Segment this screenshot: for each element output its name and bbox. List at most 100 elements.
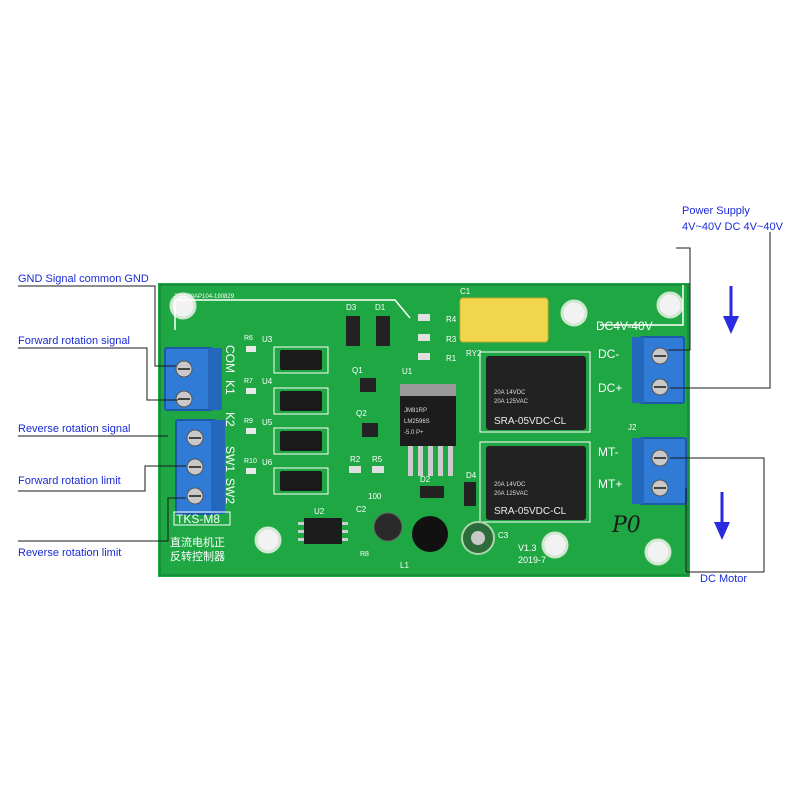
- pin-label-sw2: SW2: [223, 478, 237, 504]
- resistor-r5: [372, 466, 384, 473]
- ref-r6: R6: [244, 335, 253, 342]
- relay-bottom-rating1: 20A 14VDC: [494, 482, 526, 488]
- ref-u6: U6: [262, 458, 273, 467]
- diode-d2: [420, 486, 444, 498]
- mounting-hole: [656, 291, 684, 319]
- ref-d1: D1: [375, 303, 386, 312]
- label-reverse-signal: Reverse rotation signal: [18, 423, 131, 435]
- ref-u2: U2: [314, 507, 325, 516]
- ref-c3: C3: [498, 531, 509, 540]
- ref-c1: C1: [460, 287, 471, 296]
- board-model: TKS-M8: [176, 512, 220, 526]
- diode-d3: [346, 316, 360, 346]
- ref-u3: U3: [262, 335, 273, 344]
- ref-q1: Q1: [352, 366, 363, 375]
- ref-l1: L1: [400, 561, 409, 570]
- pin-label-sw1: SW1: [223, 446, 237, 472]
- ref-r1: R1: [446, 354, 457, 363]
- ref-u5: U5: [262, 418, 273, 427]
- terminal-block-side: [632, 337, 644, 403]
- terminal-block-side: [211, 420, 225, 514]
- leader-lines-right: [668, 232, 771, 573]
- ref-q2: Q2: [356, 409, 367, 418]
- terminal-block-side: [632, 438, 644, 504]
- board-version: V1.3: [518, 543, 537, 553]
- ref-r4: R4: [446, 315, 457, 324]
- resistor-r9: [246, 428, 256, 434]
- label-gnd-signal: GND Signal common GND: [18, 273, 149, 285]
- pin-label-mt-minus: MT-: [598, 445, 619, 459]
- ref-r3: R3: [446, 335, 457, 344]
- optocoupler-u6: [273, 467, 329, 495]
- ref-r5: R5: [372, 455, 383, 464]
- label-power-range: 4V~40V DC 4V~40V: [682, 221, 784, 233]
- capacitor-c2: [373, 512, 403, 542]
- pin-label-mt-plus: MT+: [598, 477, 622, 491]
- relay-bottom: [479, 441, 591, 523]
- ref-c2: C2: [356, 505, 367, 514]
- resistor-r10: [246, 468, 256, 474]
- resistor-r4: [418, 314, 430, 321]
- relay-top-model: SRA-05VDC-CL: [494, 416, 567, 427]
- optocoupler-u4: [273, 387, 329, 415]
- relay-bottom-rating2: 20A 125VAC: [494, 491, 529, 497]
- label-reverse-limit: Reverse rotation limit: [18, 547, 121, 559]
- pin-label-k2: K2: [223, 412, 237, 427]
- silkscreen-outline: [600, 285, 684, 326]
- arrow-down-icon: [714, 492, 730, 540]
- ref-u1: U1: [402, 367, 413, 376]
- relay-top-rating2: 20A 125VAC: [494, 399, 529, 405]
- mounting-hole: [644, 538, 672, 566]
- board-date: 2019-7: [518, 555, 546, 565]
- board-chinese-line1: 直流电机正: [170, 535, 225, 549]
- pin-label-dc-plus: DC+: [598, 381, 622, 395]
- relay-top: [479, 351, 591, 433]
- pcb-edge: [159, 284, 689, 576]
- resistor-r6: [246, 346, 256, 352]
- label-forward-signal: Forward rotation signal: [18, 335, 130, 347]
- ref-d4: D4: [466, 471, 477, 480]
- board-chinese-line2: 反转控制器: [170, 549, 225, 563]
- resistor-r7: [246, 388, 256, 394]
- pin-label-com: COM: [223, 345, 237, 373]
- ref-inductor-value: 100: [368, 492, 382, 501]
- leader-lines-left: [18, 285, 186, 542]
- label-forward-limit: Forward rotation limit: [18, 475, 121, 487]
- optocoupler-u5: [273, 427, 329, 455]
- regulator-u1: [400, 384, 456, 476]
- serial-number: 220039AP104-190829: [174, 294, 235, 300]
- diode-d4: [464, 482, 476, 506]
- inductor-l1: [412, 516, 448, 552]
- resistor-r2: [349, 466, 361, 473]
- ref-r8: R8: [360, 551, 369, 558]
- regulator-line1: JM81RP: [404, 408, 427, 414]
- silkscreen-outline: [174, 299, 411, 330]
- power-rating: DC4V-40V: [596, 319, 653, 333]
- regulator-line2: LM2596S: [404, 419, 430, 425]
- handwritten-mark: P0: [611, 513, 641, 538]
- relay-top-rating1: 20A 14VDC: [494, 390, 526, 396]
- pin-label-dc-minus: DC-: [598, 347, 619, 361]
- capacitor-c1: [459, 297, 549, 343]
- ref-d3: D3: [346, 303, 357, 312]
- ic-u2: [298, 518, 348, 544]
- mounting-hole: [254, 526, 282, 554]
- arrow-down-icon: [723, 286, 739, 334]
- ref-r10: R10: [244, 458, 257, 465]
- relay-bottom-model: SRA-05VDC-CL: [494, 506, 567, 517]
- ref-d2: D2: [420, 475, 431, 484]
- optocoupler-u3: [273, 346, 329, 374]
- terminal-block-side: [208, 348, 222, 410]
- transistor-q1: [360, 378, 376, 392]
- label-dc-motor: DC Motor: [700, 573, 747, 585]
- label-power-supply: Power Supply: [682, 205, 750, 217]
- ref-ry2: RY2: [466, 349, 482, 358]
- regulator-line3: -5.0 P+: [404, 430, 424, 436]
- ref-j2: J2: [628, 423, 637, 432]
- resistor-r1: [418, 353, 430, 360]
- mounting-hole: [560, 299, 588, 327]
- ref-r7: R7: [244, 378, 253, 385]
- transistor-q2: [362, 423, 378, 437]
- resistor-r3: [418, 334, 430, 341]
